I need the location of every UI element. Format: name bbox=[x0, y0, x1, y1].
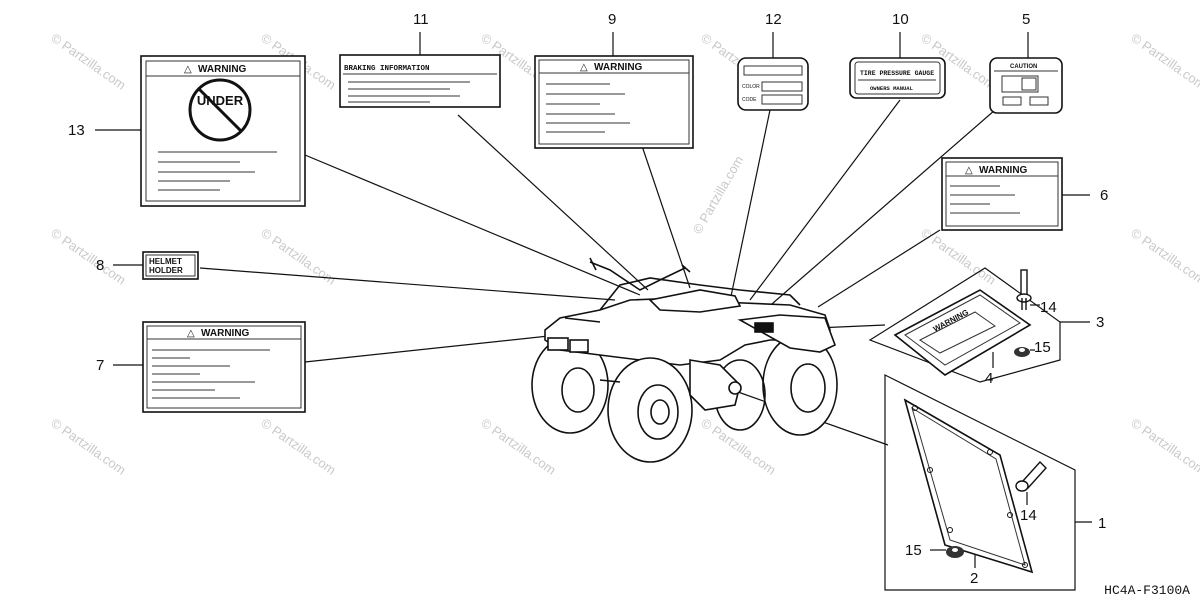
warning-triangle-icon: △ bbox=[965, 165, 973, 176]
warning-triangle-icon: △ bbox=[184, 64, 192, 75]
color-text: COLOR bbox=[742, 84, 760, 90]
watermark-text: © Partzilla.com bbox=[48, 225, 128, 288]
diagram-code: HC4A-F3100A bbox=[1104, 583, 1190, 598]
callout-1: 1 bbox=[1098, 515, 1106, 532]
watermark-text: © Partzilla.com bbox=[1128, 225, 1200, 288]
tire-pressure-text: TIRE PRESSURE GAUGE bbox=[860, 70, 934, 77]
callout-12: 12 bbox=[765, 11, 782, 28]
watermark-text: © Partzilla.com bbox=[698, 415, 778, 478]
part-1-plate-bracket[interactable] bbox=[884, 374, 1076, 591]
callout-7: 7 bbox=[96, 357, 104, 374]
callout-10: 10 bbox=[892, 11, 909, 28]
owners-manual-text: OWNERS MANUAL bbox=[870, 85, 914, 92]
part-3-warning-plate[interactable]: WARNING bbox=[868, 267, 1061, 383]
atv-illustration bbox=[531, 257, 838, 463]
callout-6: 6 bbox=[1100, 187, 1108, 204]
watermark-text: © Partzilla.com bbox=[258, 415, 338, 478]
helmet-text: HELMET bbox=[149, 257, 182, 266]
label-8-helmet-holder[interactable]: HELMET HOLDER bbox=[142, 251, 199, 280]
warning-triangle-icon: △ bbox=[580, 62, 588, 73]
holder-text: HOLDER bbox=[149, 266, 183, 275]
callout-4: 4 bbox=[985, 370, 993, 387]
label-10-tire-pressure[interactable]: TIRE PRESSURE GAUGE OWNERS MANUAL bbox=[849, 57, 946, 99]
watermark-text: © Partzilla.com bbox=[918, 225, 998, 288]
warning-heading: WARNING bbox=[979, 165, 1028, 176]
watermark-text: © Partzilla.com bbox=[478, 415, 558, 478]
callout-15-top: 15 bbox=[1034, 339, 1051, 356]
warning-heading: WARNING bbox=[594, 62, 643, 73]
callout-15-bottom: 15 bbox=[905, 542, 922, 559]
callout-14-top: 14 bbox=[1040, 299, 1057, 316]
watermark-text: © Partzilla.com bbox=[1128, 30, 1200, 93]
warning-heading: WARNING bbox=[198, 64, 247, 75]
label-7-warning[interactable]: △ WARNING bbox=[142, 321, 306, 413]
callout-14-bottom: 14 bbox=[1020, 507, 1037, 524]
bolt-icon bbox=[1016, 269, 1032, 310]
callout-11: 11 bbox=[413, 11, 429, 28]
code-text: CODE bbox=[742, 97, 757, 103]
watermark-text: © Partzilla.com bbox=[1128, 415, 1200, 478]
caution-text: CAUTION bbox=[1010, 64, 1037, 70]
callout-3: 3 bbox=[1096, 314, 1104, 331]
label-13-warning-under[interactable]: △ WARNING UNDER bbox=[140, 55, 306, 207]
watermark-text: © Partzilla.com bbox=[690, 153, 747, 236]
callout-2: 2 bbox=[970, 570, 978, 587]
under-text: UNDER bbox=[197, 93, 244, 108]
braking-info-heading: BRAKING INFORMATION bbox=[344, 65, 430, 73]
label-9-warning[interactable]: △ WARNING bbox=[534, 55, 694, 149]
warning-triangle-icon: △ bbox=[187, 328, 195, 339]
label-11-braking-info[interactable]: BRAKING INFORMATION bbox=[339, 54, 501, 108]
leader-lines bbox=[199, 99, 996, 446]
label-5-caution[interactable]: CAUTION bbox=[989, 57, 1063, 114]
label-6-warning[interactable]: △ WARNING bbox=[941, 157, 1063, 231]
nut-icon bbox=[946, 546, 964, 558]
callout-8: 8 bbox=[96, 257, 104, 274]
bolt-icon bbox=[1015, 460, 1047, 492]
callout-13: 13 bbox=[68, 122, 85, 139]
watermark-text: © Partzilla.com bbox=[48, 30, 128, 93]
label-12-color-code[interactable]: COLOR CODE bbox=[737, 57, 809, 111]
callout-9: 9 bbox=[608, 11, 616, 28]
warning-heading: WARNING bbox=[201, 328, 250, 339]
nut-icon bbox=[1014, 347, 1030, 357]
watermark-text: © Partzilla.com bbox=[48, 415, 128, 478]
callout-5: 5 bbox=[1022, 11, 1030, 28]
